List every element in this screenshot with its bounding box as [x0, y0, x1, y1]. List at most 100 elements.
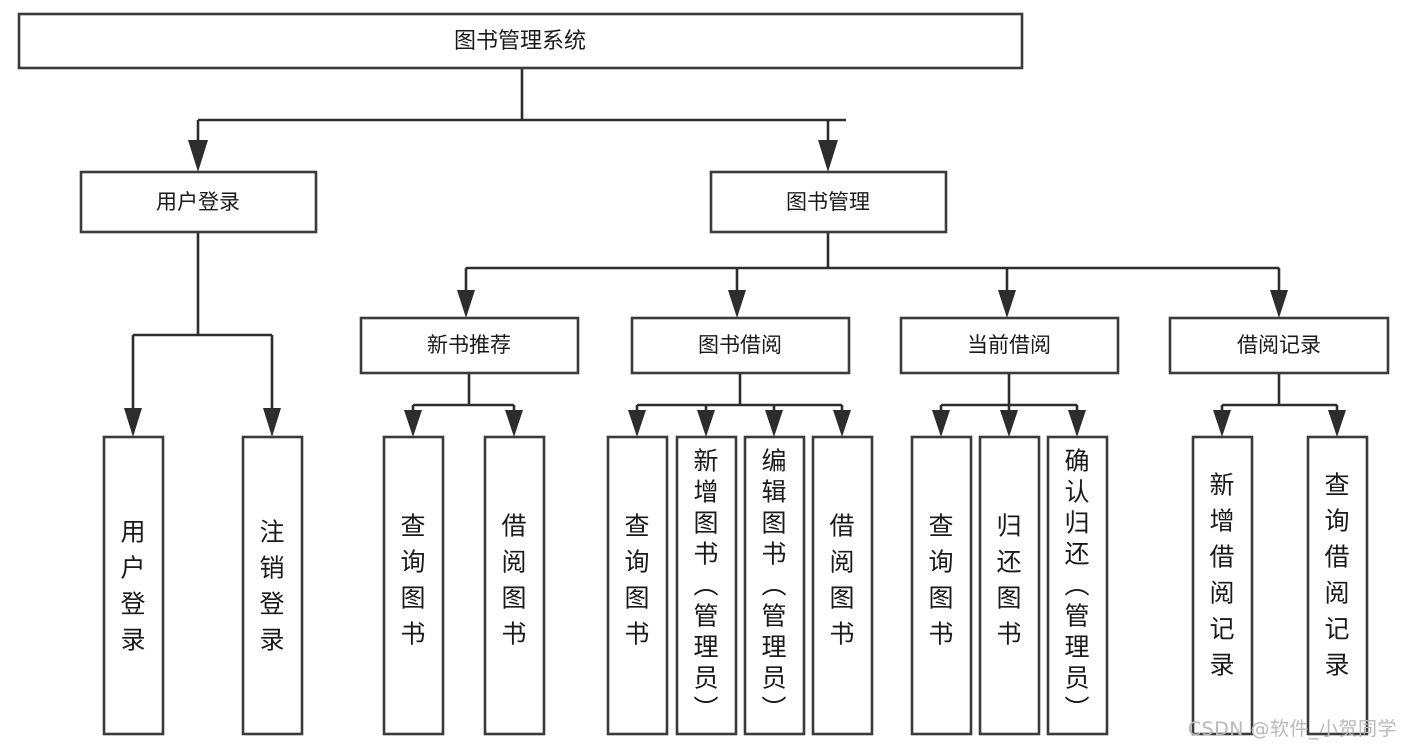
svg-text:增: 增	[1209, 507, 1234, 536]
node-user-login-box[interactable]	[79, 170, 318, 234]
arrow-leaf-return-book	[1000, 410, 1018, 437]
arrow-new-book-recommend	[457, 290, 475, 318]
node-leaf-add-record-box[interactable]	[1191, 435, 1254, 736]
node-leaf-edit-book-box[interactable]	[743, 435, 806, 736]
node-leaf-return-book-box[interactable]	[978, 435, 1041, 736]
svg-text:︶: ︶	[761, 695, 786, 724]
node-leaf-user-login-box[interactable]	[102, 435, 165, 736]
svg-text:图: 图	[624, 584, 649, 613]
svg-text:户: 户	[120, 554, 145, 583]
node-leaf-confirm-return-box[interactable]	[1046, 435, 1109, 736]
svg-text:书: 书	[928, 620, 953, 649]
node-current-borrow-box[interactable]	[899, 316, 1120, 375]
arrow-leaf-query-book-3	[932, 410, 950, 437]
node-leaf-query-book-3-box[interactable]	[910, 435, 973, 736]
arrow-leaf-user-login	[124, 408, 142, 437]
node-root[interactable]: 图书管理系统	[17, 12, 1024, 70]
svg-text:︵: ︵	[761, 571, 786, 600]
svg-text:新: 新	[1209, 471, 1234, 500]
svg-text:录: 录	[1324, 651, 1349, 680]
svg-text:确: 确	[1064, 447, 1089, 476]
node-new-book-recommend-box[interactable]	[359, 316, 580, 375]
arrow-leaf-add-record	[1213, 410, 1231, 437]
svg-text:阅: 阅	[501, 548, 526, 577]
node-borrow-record[interactable]: 借阅记录	[1168, 316, 1390, 375]
svg-text:图: 图	[693, 509, 718, 538]
node-book-borrow-box[interactable]	[630, 316, 851, 375]
svg-text:︵: ︵	[693, 571, 718, 600]
node-user-login[interactable]: 用户登录	[79, 170, 318, 234]
svg-text:管: 管	[761, 602, 786, 631]
node-root-box[interactable]	[17, 12, 1024, 70]
node-book-management-box[interactable]	[709, 170, 948, 234]
svg-text:查: 查	[400, 512, 425, 541]
node-new-book-recommend[interactable]: 新书推荐	[359, 316, 580, 375]
svg-text:员: 员	[761, 664, 786, 693]
node-new-book-recommend-label: 新书推荐	[427, 333, 511, 357]
svg-text:录: 录	[120, 626, 145, 655]
svg-text:图: 图	[501, 584, 526, 613]
arrow-book-management	[818, 140, 838, 172]
arrow-book-borrow	[728, 290, 746, 318]
svg-text:辑: 辑	[761, 478, 786, 507]
node-leaf-query-book-1-box[interactable]	[382, 435, 445, 736]
node-current-borrow-label: 当前借阅	[967, 333, 1051, 357]
svg-text:管: 管	[1064, 602, 1089, 631]
svg-text:书: 书	[996, 620, 1021, 649]
arrow-user-login	[188, 140, 208, 172]
svg-text:员: 员	[1064, 664, 1089, 693]
node-leaf-borrow-book-1-box[interactable]	[483, 435, 546, 736]
svg-text:查: 查	[928, 512, 953, 541]
svg-text:借: 借	[501, 512, 526, 541]
svg-text:查: 查	[624, 512, 649, 541]
arrow-borrow-record	[1270, 290, 1288, 318]
svg-text:阅: 阅	[829, 548, 854, 577]
node-borrow-record-box[interactable]	[1168, 316, 1390, 375]
node-leaf-logout-login-box[interactable]	[241, 435, 304, 736]
svg-text:书: 书	[693, 540, 718, 569]
svg-text:图: 图	[996, 584, 1021, 613]
node-current-borrow[interactable]: 当前借阅	[899, 316, 1120, 375]
svg-text:询: 询	[400, 548, 425, 577]
node-leaf-user-login[interactable]: 用户登录	[102, 435, 165, 736]
node-book-borrow[interactable]: 图书借阅	[630, 316, 851, 375]
node-book-management-label: 图书管理	[786, 190, 870, 214]
node-book-management[interactable]: 图书管理	[709, 170, 948, 234]
node-leaf-borrow-book-2-box[interactable]	[811, 435, 874, 736]
svg-text:注: 注	[259, 518, 284, 547]
svg-text:书: 书	[761, 540, 786, 569]
svg-text:书: 书	[829, 620, 854, 649]
node-leaf-query-book-2-box[interactable]	[606, 435, 669, 736]
node-leaf-add-book-box[interactable]	[675, 435, 738, 736]
node-user-login-label: 用户登录	[156, 190, 240, 214]
arrow-current-borrow	[998, 290, 1016, 318]
svg-text:新: 新	[693, 447, 718, 476]
node-leaf-query-record-box[interactable]	[1306, 435, 1369, 736]
svg-text:询: 询	[928, 548, 953, 577]
arrow-leaf-edit-book	[765, 410, 783, 437]
svg-text:书: 书	[501, 620, 526, 649]
svg-text:阅: 阅	[1209, 579, 1234, 608]
arrow-leaf-confirm-return	[1068, 410, 1086, 437]
svg-text:录: 录	[259, 626, 284, 655]
